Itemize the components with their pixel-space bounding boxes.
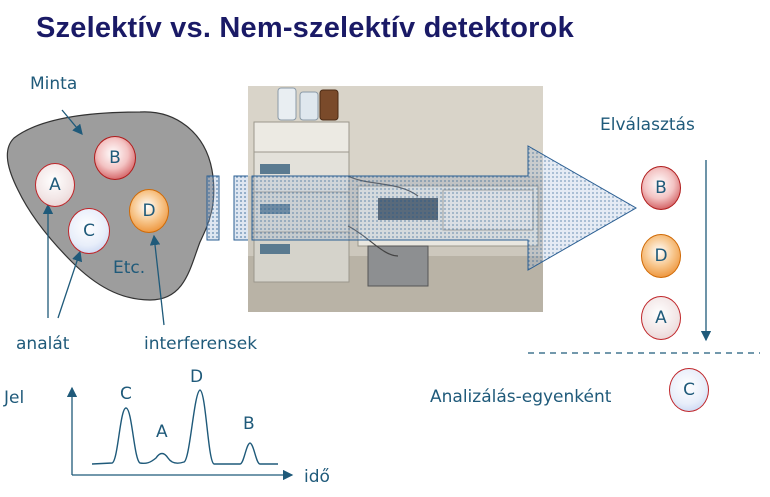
page-title: Szelektív vs. Nem-szelektív detektorok — [36, 12, 574, 44]
peak-label-a: A — [156, 422, 168, 442]
flow-bar-1 — [206, 175, 220, 241]
chrom-y-label: Jel — [4, 388, 25, 408]
sample-circle-b: B — [94, 136, 136, 180]
peak-label-b: B — [243, 414, 255, 434]
peak-label-d: D — [190, 367, 204, 387]
sample-blob — [6, 111, 215, 301]
separation-label: Elválasztás — [600, 115, 695, 135]
peak-label-c: C — [120, 384, 132, 404]
analysis-circle-c: C — [669, 368, 709, 412]
minta-pointer — [61, 109, 83, 135]
separation-circle-b: B — [641, 166, 681, 210]
analysis-label: Analizálás-egyenként — [430, 387, 612, 407]
chrom-x-label: idő — [304, 467, 330, 487]
analyte-pointer-c — [57, 250, 83, 319]
sample-label: Minta — [30, 74, 78, 94]
interferent-label: interferensek — [144, 334, 258, 354]
sample-circle-a: A — [35, 163, 75, 207]
interferent-pointer — [149, 234, 165, 326]
sample-circle-d: D — [129, 189, 169, 233]
analyte-label: analát — [16, 334, 70, 354]
separation-circle-d: D — [641, 234, 681, 278]
chromatogram-trace — [91, 389, 278, 465]
etc-label: Etc. — [113, 258, 146, 278]
sample-circle-c: C — [68, 208, 110, 254]
flow-arrow — [251, 145, 638, 271]
separation-circle-a: A — [641, 296, 681, 340]
